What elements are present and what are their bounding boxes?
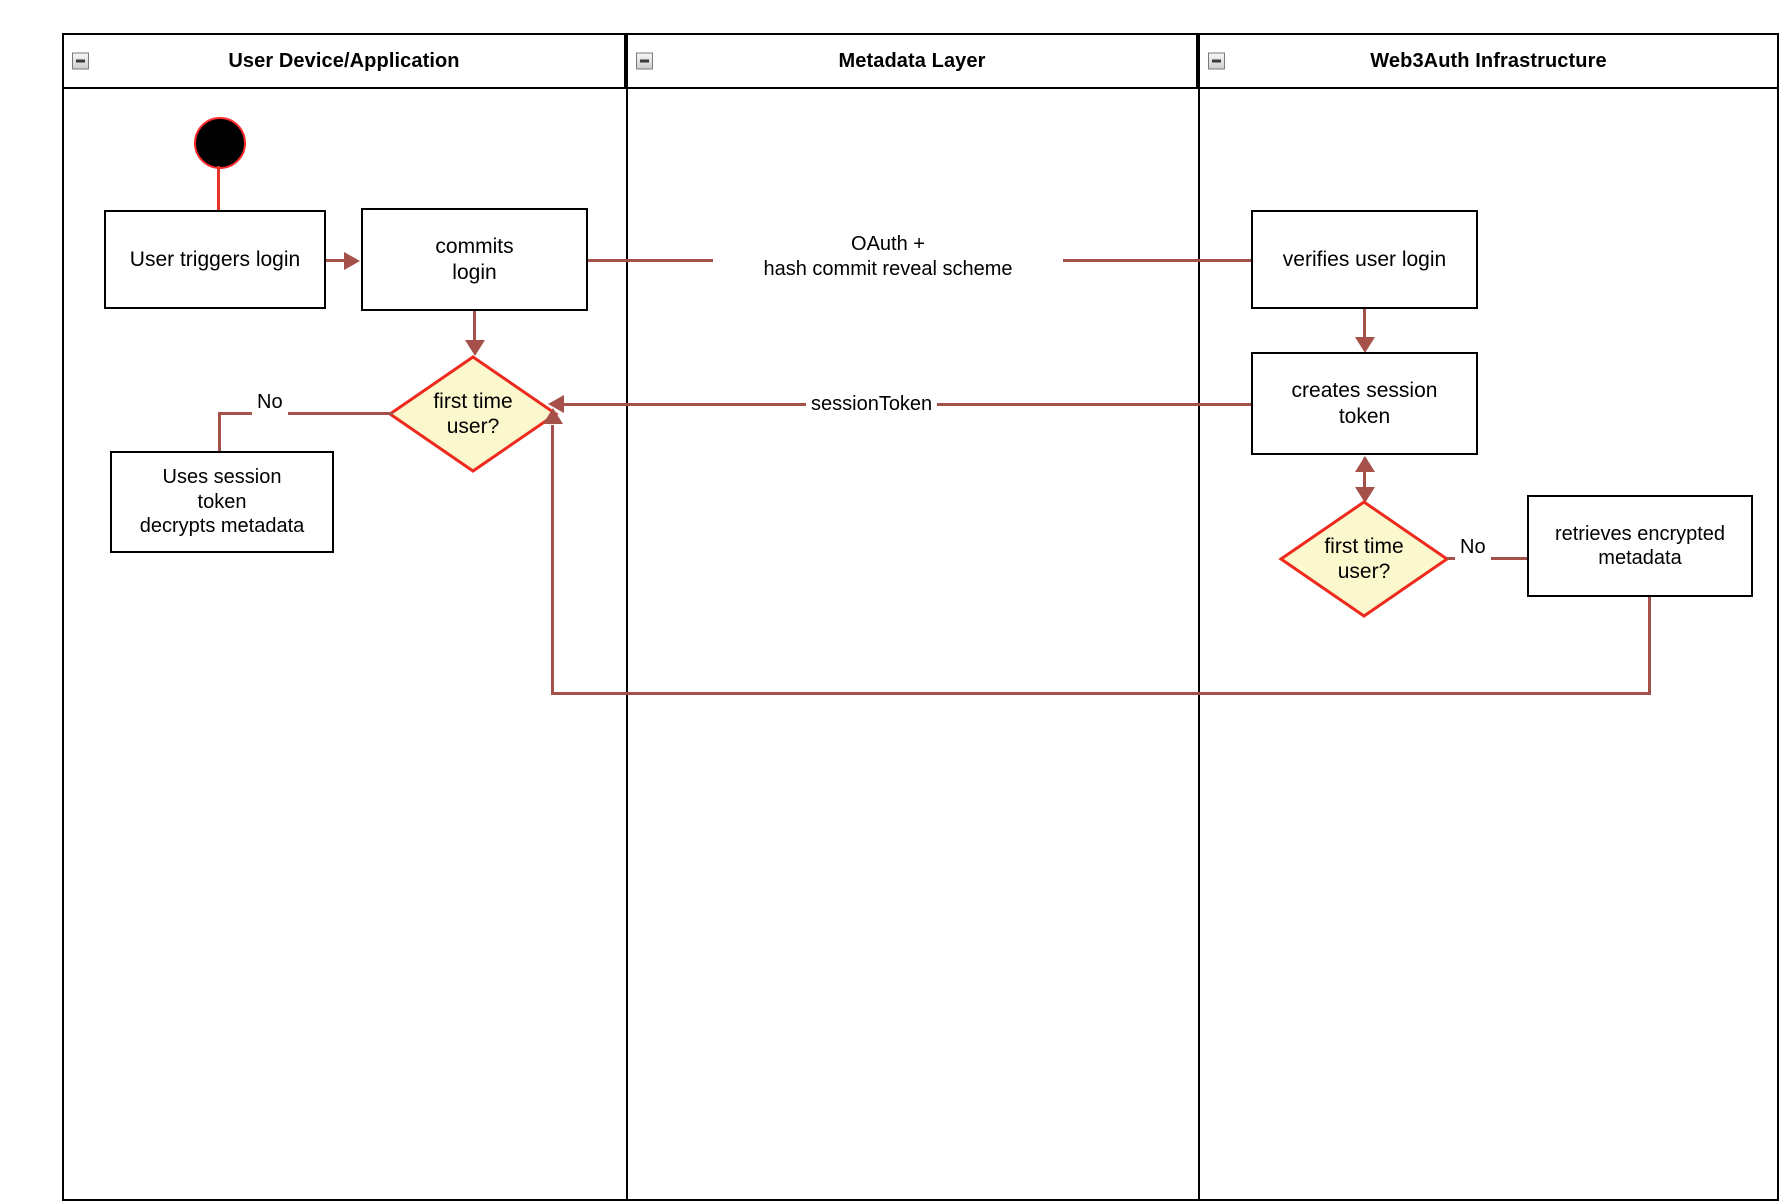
edge-creates-token-to-decision-right xyxy=(1363,458,1366,500)
edge-label-session-token: sessionToken xyxy=(806,392,938,417)
node-retrieves-encrypted-metadata[interactable]: retrieves encrypted metadata xyxy=(1527,495,1753,597)
lane-divider-1 xyxy=(626,89,628,1201)
edge-label-oauth: OAuth + hash commit reveal scheme xyxy=(713,232,1063,282)
lane-divider-2 xyxy=(1198,89,1200,1201)
edge-label-no-left: No xyxy=(252,390,288,415)
node-first-time-user-right[interactable]: first time user? xyxy=(1278,500,1450,618)
edge-retrieves-down xyxy=(1648,597,1651,694)
node-commits-login[interactable]: commits login xyxy=(361,208,588,311)
edge-user-triggers-to-commits xyxy=(326,259,346,262)
node-label: Uses session token decrypts metadata xyxy=(139,466,305,538)
lane-header-web3auth-infrastructure[interactable]: Web3Auth Infrastructure xyxy=(1198,33,1779,89)
arrowhead-down-to-first-time-user-right xyxy=(1355,487,1375,503)
node-label: verifies user login xyxy=(1282,247,1447,271)
node-label: creates session token xyxy=(1291,378,1438,428)
arrowhead-to-first-time-user-left xyxy=(465,340,485,356)
lane-title: User Device/Application xyxy=(228,49,460,72)
edge-verifies-to-creates-token xyxy=(1363,309,1366,348)
lane-title: Metadata Layer xyxy=(838,49,986,72)
node-label: first time user? xyxy=(1324,534,1404,583)
edge-return-up-to-decision-left xyxy=(551,425,554,692)
node-user-triggers-login[interactable]: User triggers login xyxy=(104,210,326,309)
edge-no-down-to-uses-session xyxy=(218,412,221,451)
lane-header-user-device[interactable]: User Device/Application xyxy=(62,33,626,89)
arrowhead-to-commits-login xyxy=(344,252,360,270)
node-label: retrieves encrypted metadata xyxy=(1554,522,1726,569)
swimlane-pool xyxy=(62,33,1779,1201)
node-creates-session-token[interactable]: creates session token xyxy=(1251,352,1478,455)
edge-start-to-user-triggers-login xyxy=(217,166,220,210)
node-label: User triggers login xyxy=(129,247,301,271)
node-first-time-user-left[interactable]: first time user? xyxy=(387,355,559,473)
edge-commits-to-decision xyxy=(473,311,476,351)
collapse-minus-icon[interactable] xyxy=(72,52,89,70)
edge-retrieves-back-to-decision xyxy=(551,692,1651,695)
diamond-shape xyxy=(1278,500,1450,618)
lane-header-metadata-layer[interactable]: Metadata Layer xyxy=(626,33,1198,89)
node-label: commits login xyxy=(435,234,514,284)
node-uses-session-token[interactable]: Uses session token decrypts metadata xyxy=(110,451,334,553)
collapse-minus-icon[interactable] xyxy=(1208,52,1225,70)
lane-title: Web3Auth Infrastructure xyxy=(1370,49,1607,72)
arrowhead-return-to-first-time-user-left xyxy=(543,408,563,424)
collapse-minus-icon[interactable] xyxy=(636,52,653,70)
arrowhead-to-creates-session-token xyxy=(1355,337,1375,353)
start-node xyxy=(194,117,246,169)
arrowhead-up-to-creates-session-token xyxy=(1355,456,1375,472)
node-label: first time user? xyxy=(433,389,513,438)
diamond-shape xyxy=(387,355,559,473)
node-verifies-user-login[interactable]: verifies user login xyxy=(1251,210,1478,309)
edge-label-no-right: No xyxy=(1455,535,1491,560)
edge-decision-left-no xyxy=(218,412,393,415)
